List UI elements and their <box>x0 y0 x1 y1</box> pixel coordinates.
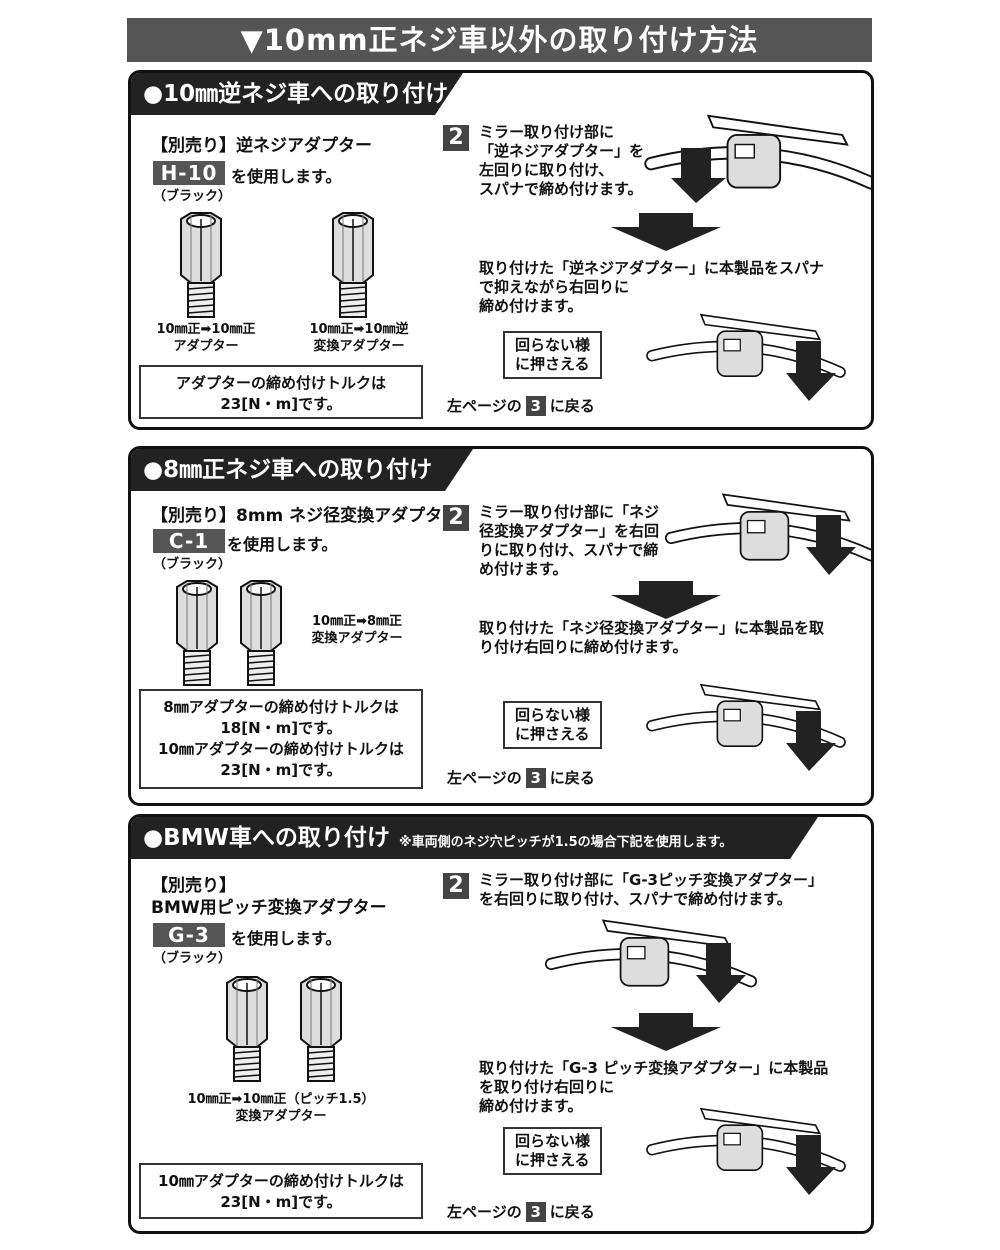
section-heading: ●BMW車への取り付け <box>131 817 818 859</box>
section-8mm-thread: ●8㎜正ネジ車への取り付け 【別売り】8mm ネジ径変換アダプター C-1 を使… <box>128 446 874 806</box>
press-label: 回らない様 に押さえる <box>503 331 603 379</box>
section-heading: ●8㎜正ネジ車への取り付け <box>131 449 473 491</box>
adapter-illustration-1 <box>226 976 268 1082</box>
use-text: を使用します。 <box>227 535 338 554</box>
step-number: 2 <box>443 505 469 531</box>
use-text: を使用します。 <box>231 929 342 948</box>
rotate-arrow-icon <box>696 943 746 1003</box>
press-label: 回らない様 に押さえる <box>503 1127 603 1175</box>
step-text: ミラー取り付け部に「G-3ピッチ変換アダプター」 を右回りに取り付け、スパナで締… <box>479 871 823 908</box>
rotate-arrow-icon <box>786 1135 836 1195</box>
rotate-arrow-icon <box>806 515 856 575</box>
adapter-illustration-2 <box>240 580 282 686</box>
press-label: 回らない様 に押さえる <box>503 701 603 749</box>
down-arrow-icon <box>611 581 721 619</box>
step2-text: 取り付けた「逆ネジアダプター」に本製品をスパナ で抑えながら右回りに 締め付けま… <box>479 259 825 315</box>
rotate-arrow-icon <box>786 341 836 401</box>
color-note: （ブラック） <box>153 189 232 204</box>
adapter-illustration-2 <box>300 976 342 1082</box>
product-name: BMW用ピッチ変換アダプター <box>151 898 387 918</box>
down-arrow-icon <box>611 213 721 251</box>
section-bmw: ●BMW車への取り付け ※車両側のネジ穴ピッチが1.5の場合下記を使用します。 … <box>128 814 874 1234</box>
torque-box: 8㎜アダプターの締め付けトルクは 18[N・m]です。 10㎜アダプターの締め付… <box>139 689 423 789</box>
color-note: （ブラック） <box>153 951 232 966</box>
step-number: 2 <box>443 125 469 151</box>
step-text: ミラー取り付け部に「ネジ 径変換アダプター」を右回 りに取り付け、スパナで締 め… <box>479 503 660 578</box>
product-code: H-10 <box>153 161 225 185</box>
product-name: 【別売り】8mm ネジ径変換アダプター <box>151 506 460 526</box>
use-text: を使用します。 <box>231 167 342 186</box>
torque-box: アダプターの締め付けトルクは 23[N・m]です。 <box>139 365 423 419</box>
product-label: 【別売り】 <box>151 876 236 896</box>
step-number: 2 <box>443 873 469 899</box>
down-arrow-icon <box>611 1013 721 1051</box>
page-title: ▼10mm正ネジ車以外の取り付け方法 <box>127 18 872 62</box>
rotate-arrow-icon <box>671 148 726 203</box>
torque-box: 10㎜アダプターの締め付けトルクは 23[N・m]です。 <box>139 1163 423 1219</box>
color-note: （ブラック） <box>153 557 232 572</box>
rotate-arrow-icon <box>786 711 836 771</box>
step-text: ミラー取り付け部に 「逆ネジアダプター」を 左回りに取り付け、 スパナで締め付け… <box>479 123 645 198</box>
section-heading: ●10㎜逆ネジ車への取り付け <box>131 73 463 115</box>
adapter-illustration-1 <box>176 580 218 686</box>
product-code: G-3 <box>153 923 225 947</box>
section-note: ※車両側のネジ穴ピッチが1.5の場合下記を使用します。 <box>399 835 733 850</box>
step2-text: 取り付けた「G-3 ピッチ変換アダプター」に本製品 を取り付け右回りに 締め付け… <box>479 1059 829 1115</box>
section-reverse-thread: ●10㎜逆ネジ車への取り付け 【別売り】逆ネジアダプター H-10 を使用します… <box>128 70 874 430</box>
adapter-illustration-2 <box>332 212 374 318</box>
product-code: C-1 <box>153 529 225 553</box>
step2-text: 取り付けた「ネジ径変換アダプター」に本製品を取 り付け右回りに締め付けます。 <box>479 619 825 656</box>
adapter-caption-1: 10㎜正➡8㎜正 変換アダプター <box>311 614 403 646</box>
adapter-caption-1: 10㎜正➡10㎜正 アダプター <box>156 322 256 354</box>
adapter-illustration-1 <box>180 212 222 318</box>
adapter-caption-2: 10㎜正➡10㎜逆 変換アダプター <box>309 322 409 354</box>
product-name: 【別売り】逆ネジアダプター <box>151 136 372 156</box>
adapter-caption-1: 10㎜正➡10㎜正（ピッチ1.5） 変換アダプター <box>187 1092 375 1124</box>
